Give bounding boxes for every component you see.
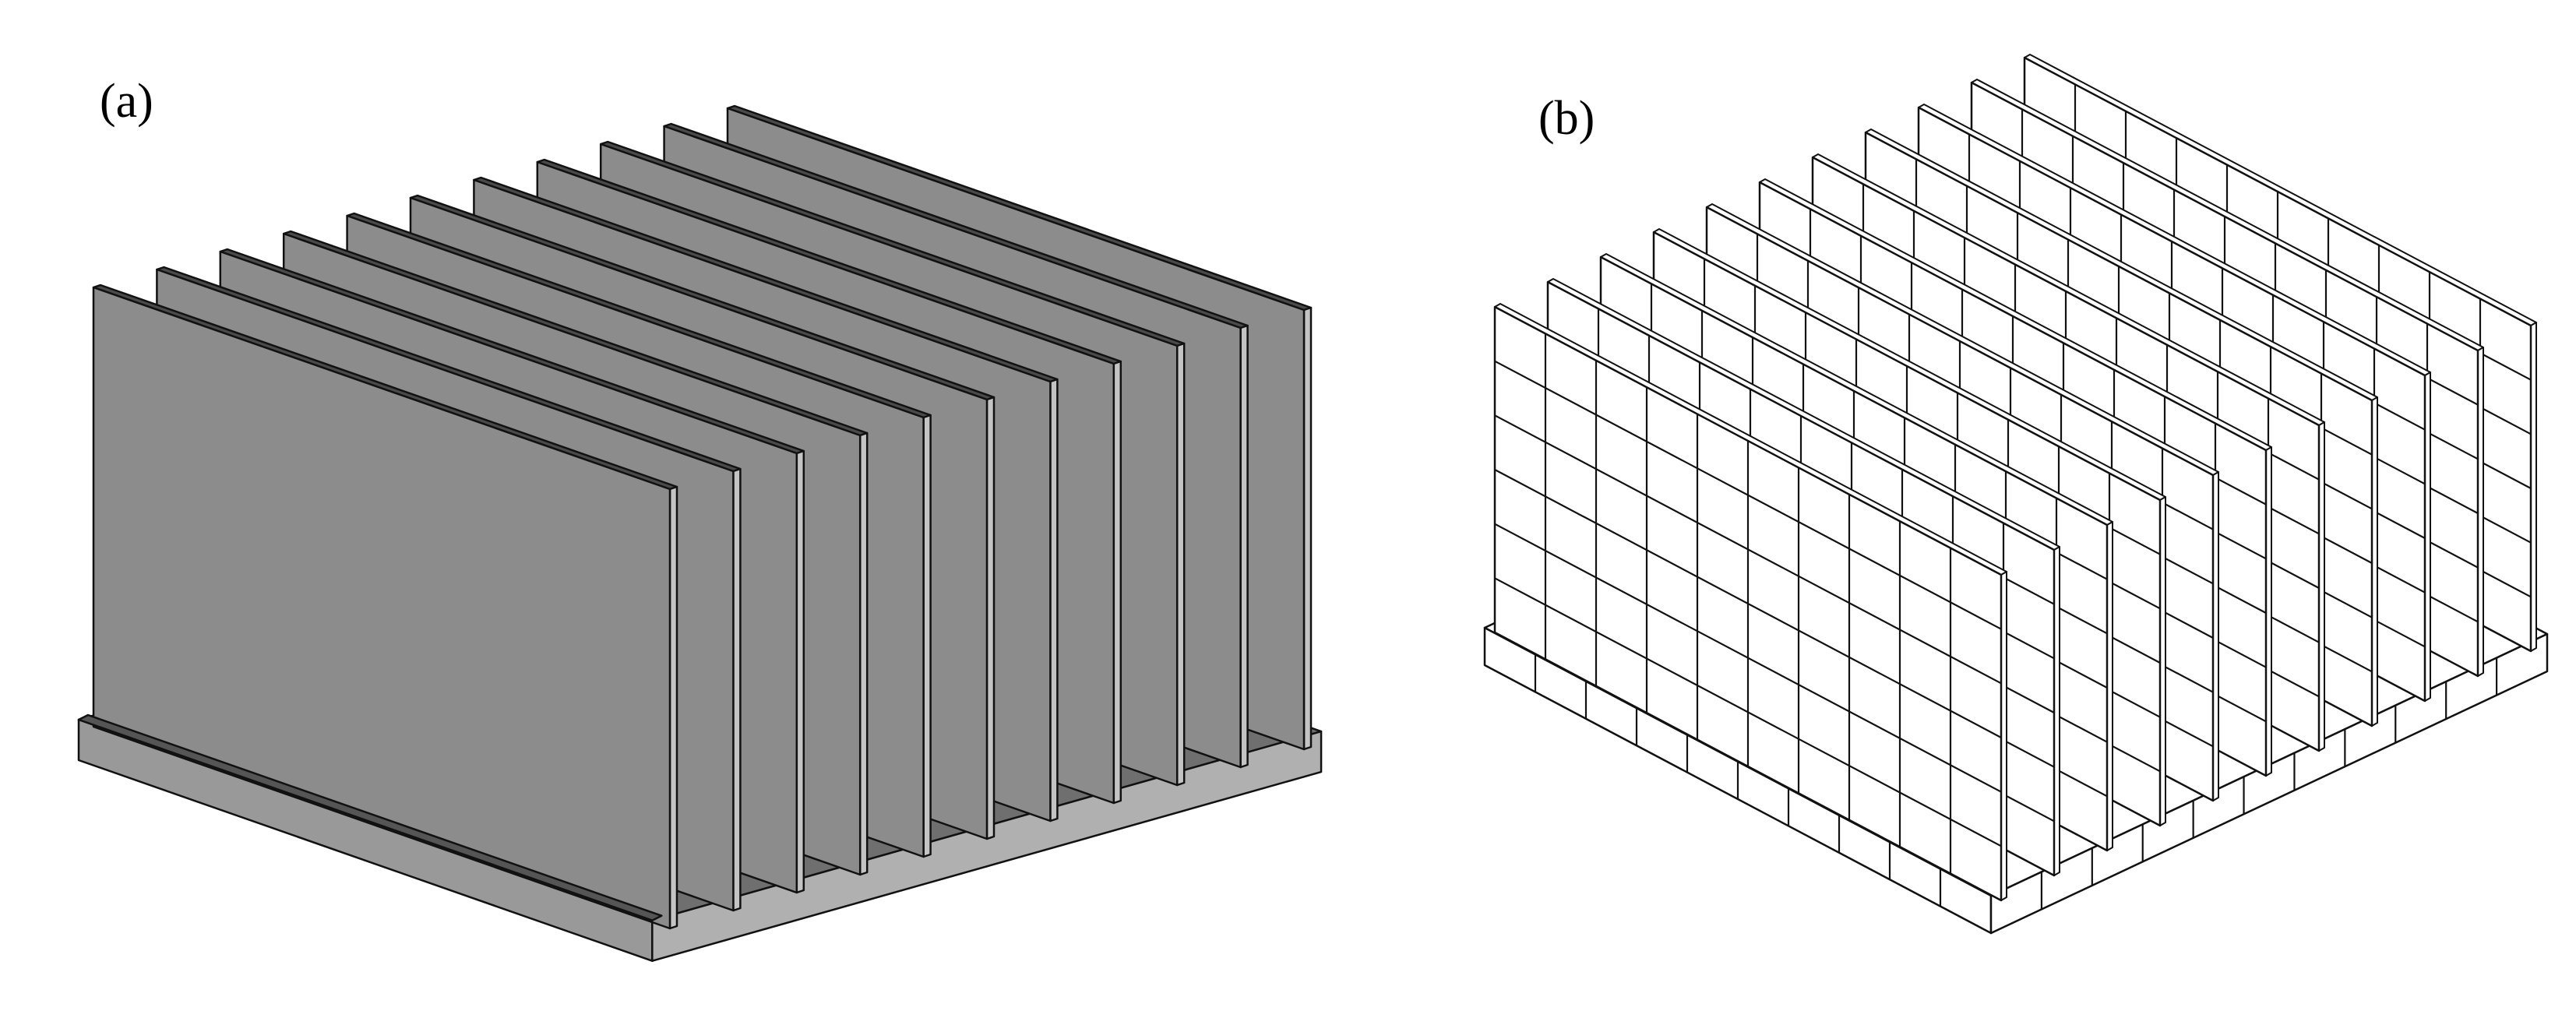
mesh-line-horizontal: [1494, 469, 2002, 738]
mesh-line-horizontal: [1494, 577, 2002, 847]
fin-end-edge: [1302, 306, 1313, 751]
panel-a-solid-model: [77, 104, 1323, 962]
fin-end-edge: [858, 431, 869, 876]
fin-end-edge: [922, 414, 932, 858]
fin-end-edge: [1239, 324, 1249, 769]
panel-b-label: (b): [1538, 92, 1595, 145]
fin-end-edge: [668, 485, 678, 930]
fin-end-edge: [732, 467, 742, 912]
base-lip: [77, 713, 663, 921]
panel-b-mesh-model: [1483, 54, 2549, 935]
fin-end-edge: [985, 396, 996, 840]
fin-end-edge: [1049, 378, 1059, 822]
fin-end-edge: [1112, 360, 1122, 805]
fin-end-edge: [1175, 342, 1186, 787]
mesh-line-horizontal: [1494, 523, 2002, 793]
mesh-line-horizontal: [1494, 414, 2002, 685]
fin-end-edge: [795, 449, 805, 894]
panel-a-label: (a): [100, 75, 153, 128]
mesh-line-horizontal: [1494, 360, 2002, 630]
